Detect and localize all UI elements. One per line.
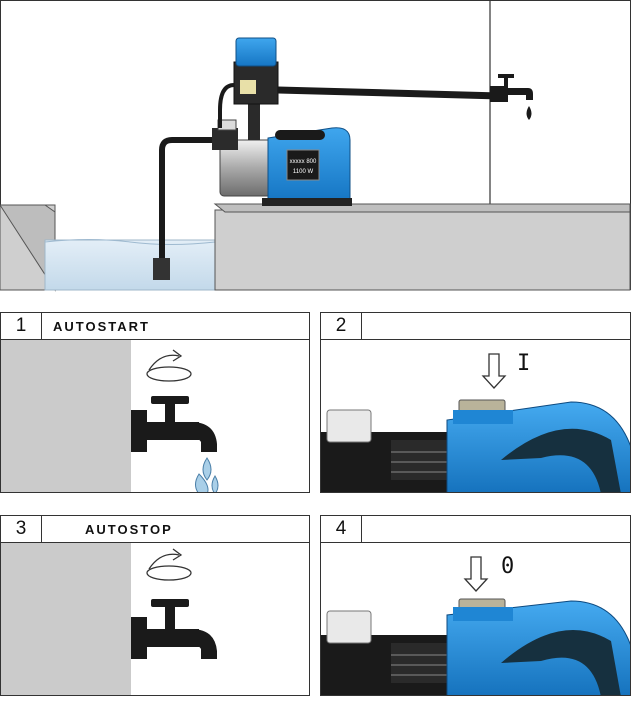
switch-on-illustration [321,353,630,492]
autostop-illustration [1,543,217,695]
step-header: 3 AUTOSTOP [1,516,309,543]
step-number: 2 [321,313,362,339]
wall-area [1,543,131,695]
step-number: 1 [1,313,42,339]
tap-icon [131,396,217,452]
installation-scene: xxxxx 800 1100 W [0,0,633,292]
step-number: 3 [1,516,42,542]
step-title: AUTOSTART [53,319,150,334]
pump-label-line2: 1100 W [293,169,314,175]
rotate-close-icon [146,548,192,581]
right-platform [214,209,631,291]
outlet-hose [277,86,501,100]
switch-off-mark: 0 [501,554,515,579]
step-title: AUTOSTOP [85,522,173,537]
step-panel-2: 2 I [320,312,631,493]
pump-label-line1: xxxxx 800 [290,159,317,165]
pump-label-plate [286,149,320,181]
step-panel-1: 1 AUTOSTART [0,312,310,493]
wall-area [1,340,131,492]
suction-hose [159,137,215,262]
step-header: 1 AUTOSTART [1,313,309,340]
water-flow-icon [195,457,219,492]
foot-valve [153,258,170,280]
water-drop-icon [526,106,532,120]
tap-icon [131,599,217,659]
installation-illustration: xxxxx 800 1100 W [0,0,631,292]
arrow-down-icon [463,556,489,592]
switch-off-illustration [321,556,630,695]
wall-tap [490,86,508,102]
step-number: 4 [321,516,362,542]
switch-on-mark: I [517,351,531,376]
step-header: 4 [321,516,630,543]
water-basin [44,239,216,291]
rotate-open-icon [146,349,192,382]
step-panel-4: 4 0 [320,515,631,696]
arrow-down-icon [481,353,507,389]
pump-head [212,128,238,150]
autostart-illustration [1,340,219,492]
step-header: 2 [321,313,630,340]
step-panel-3: 3 AUTOSTOP [0,515,310,696]
